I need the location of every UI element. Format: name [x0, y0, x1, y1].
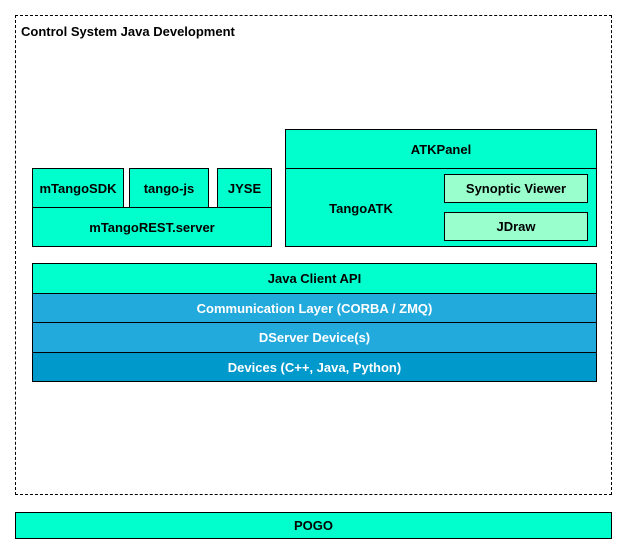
- tangoatk-label: TangoATK: [329, 201, 393, 216]
- jyse-box: JYSE: [217, 168, 272, 208]
- tango-js-box: tango-js: [129, 168, 209, 208]
- mtangorest-server-box: mTangoREST.server: [32, 207, 272, 247]
- atkpanel-box: ATKPanel: [285, 129, 597, 169]
- jdraw-box: JDraw: [444, 212, 588, 241]
- dserver-devices-box: DServer Device(s): [32, 322, 597, 353]
- devices-box: Devices (C++, Java, Python): [32, 352, 597, 382]
- mtangosdk-box: mTangoSDK: [32, 168, 124, 208]
- frame-title: Control System Java Development: [21, 24, 235, 39]
- pogo-box: POGO: [15, 512, 612, 539]
- control-system-frame: [15, 15, 612, 495]
- java-client-api-box: Java Client API: [32, 263, 597, 294]
- synoptic-viewer-box: Synoptic Viewer: [444, 174, 588, 203]
- communication-layer-box: Communication Layer (CORBA / ZMQ): [32, 293, 597, 323]
